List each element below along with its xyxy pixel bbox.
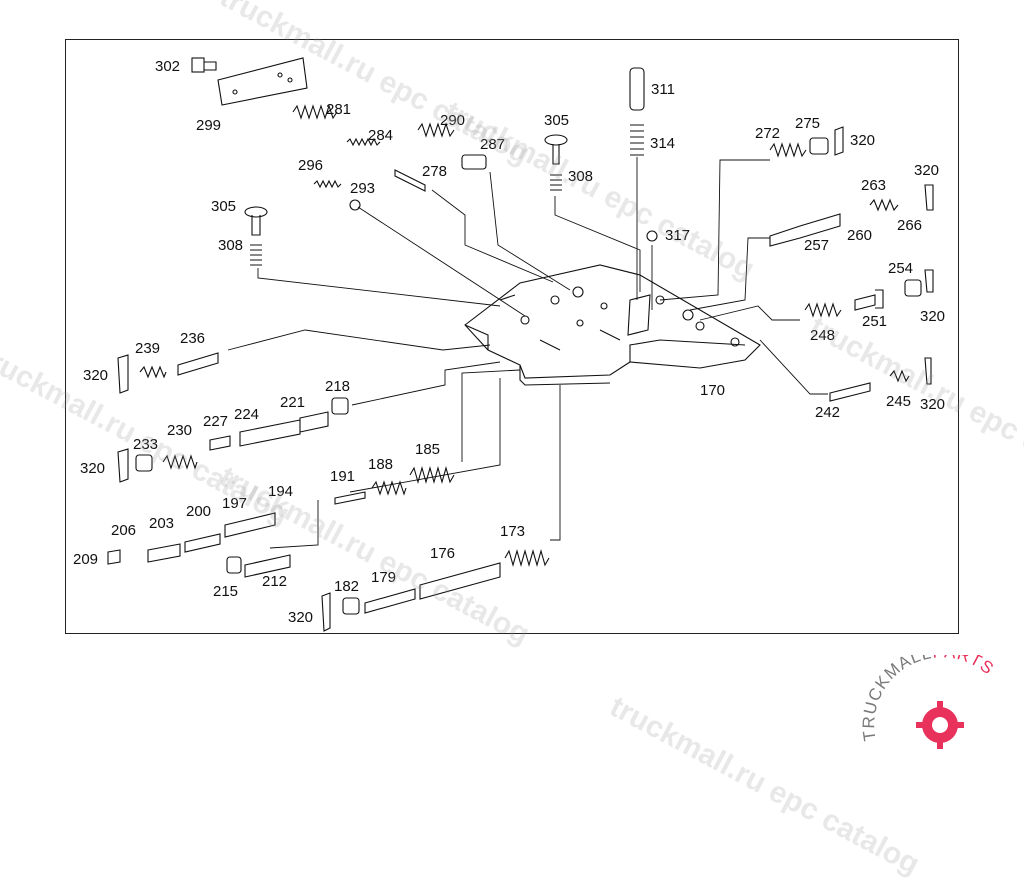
part-label-257[interactable]: 257 (804, 237, 829, 254)
parts (107, 57, 934, 632)
part-label-299[interactable]: 299 (196, 117, 221, 134)
part-label-215[interactable]: 215 (213, 583, 238, 600)
part-label-320[interactable]: 320 (288, 609, 313, 626)
part-label-176[interactable]: 176 (430, 545, 455, 562)
part-label-278[interactable]: 278 (422, 163, 447, 180)
part-label-182[interactable]: 182 (334, 578, 359, 595)
part-label-173[interactable]: 173 (500, 523, 525, 540)
part-label-320[interactable]: 320 (80, 460, 105, 477)
part-label-308[interactable]: 308 (568, 168, 593, 185)
part-label-194[interactable]: 194 (268, 483, 293, 500)
part-label-263[interactable]: 263 (861, 177, 886, 194)
part-label-218[interactable]: 218 (325, 378, 350, 395)
part-label-314[interactable]: 314 (650, 135, 675, 152)
part-label-272[interactable]: 272 (755, 125, 780, 142)
part-label-320[interactable]: 320 (83, 367, 108, 384)
part-label-293[interactable]: 293 (350, 180, 375, 197)
logo-text-truckmall: TRUCKMALL (859, 655, 933, 742)
part-label-281[interactable]: 281 (326, 101, 351, 118)
part-label-212[interactable]: 212 (262, 573, 287, 590)
part-label-320[interactable]: 320 (914, 162, 939, 179)
part-label-290[interactable]: 290 (440, 112, 465, 129)
diagram-frame (65, 39, 959, 634)
part-label-317[interactable]: 317 (665, 227, 690, 244)
part-label-170[interactable]: 170 (700, 382, 725, 399)
part-label-179[interactable]: 179 (371, 569, 396, 586)
leader-lines (227, 157, 828, 549)
part-label-320[interactable]: 320 (920, 308, 945, 325)
logo-text-parts: PARTS (932, 655, 998, 679)
part-label-236[interactable]: 236 (180, 330, 205, 347)
part-label-188[interactable]: 188 (368, 456, 393, 473)
part-label-320[interactable]: 320 (850, 132, 875, 149)
part-label-308[interactable]: 308 (218, 237, 243, 254)
part-label-305[interactable]: 305 (544, 112, 569, 129)
part-label-185[interactable]: 185 (415, 441, 440, 458)
valve-body-170[interactable] (464, 264, 761, 386)
part-label-260[interactable]: 260 (847, 227, 872, 244)
part-label-248[interactable]: 248 (810, 327, 835, 344)
part-label-305[interactable]: 305 (211, 198, 236, 215)
part-label-209[interactable]: 209 (73, 551, 98, 568)
part-label-191[interactable]: 191 (330, 468, 355, 485)
part-label-275[interactable]: 275 (795, 115, 820, 132)
part-number-labels: 302 299 281 284 290 287 296 293 278 305 308 305 308 3… (73, 58, 945, 626)
part-label-251[interactable]: 251 (862, 313, 887, 330)
part-label-242[interactable]: 242 (815, 404, 840, 421)
part-label-284[interactable]: 284 (368, 127, 393, 144)
part-label-206[interactable]: 206 (111, 522, 136, 539)
part-label-197[interactable]: 197 (222, 495, 247, 512)
part-label-302[interactable]: 302 (155, 58, 180, 75)
part-label-230[interactable]: 230 (167, 422, 192, 439)
part-label-233[interactable]: 233 (133, 436, 158, 453)
gear-icon (916, 701, 964, 749)
part-label-287[interactable]: 287 (480, 136, 505, 153)
brand-logo[interactable]: TRUCKMALLPARTS (858, 655, 1024, 750)
part-label-311[interactable]: 311 (651, 81, 675, 98)
part-label-203[interactable]: 203 (149, 515, 174, 532)
exploded-parts-diagram: 302 299 281 284 290 287 296 293 278 305 308 305 308 3… (73, 57, 945, 632)
part-label-245[interactable]: 245 (886, 393, 911, 410)
part-label-266[interactable]: 266 (897, 217, 922, 234)
part-label-239[interactable]: 239 (135, 340, 160, 357)
part-label-320[interactable]: 320 (920, 396, 945, 413)
part-label-227[interactable]: 227 (203, 413, 228, 430)
part-label-221[interactable]: 221 (280, 394, 305, 411)
part-label-224[interactable]: 224 (234, 406, 259, 423)
part-label-254[interactable]: 254 (888, 260, 913, 277)
part-label-200[interactable]: 200 (186, 503, 211, 520)
part-label-296[interactable]: 296 (298, 157, 323, 174)
